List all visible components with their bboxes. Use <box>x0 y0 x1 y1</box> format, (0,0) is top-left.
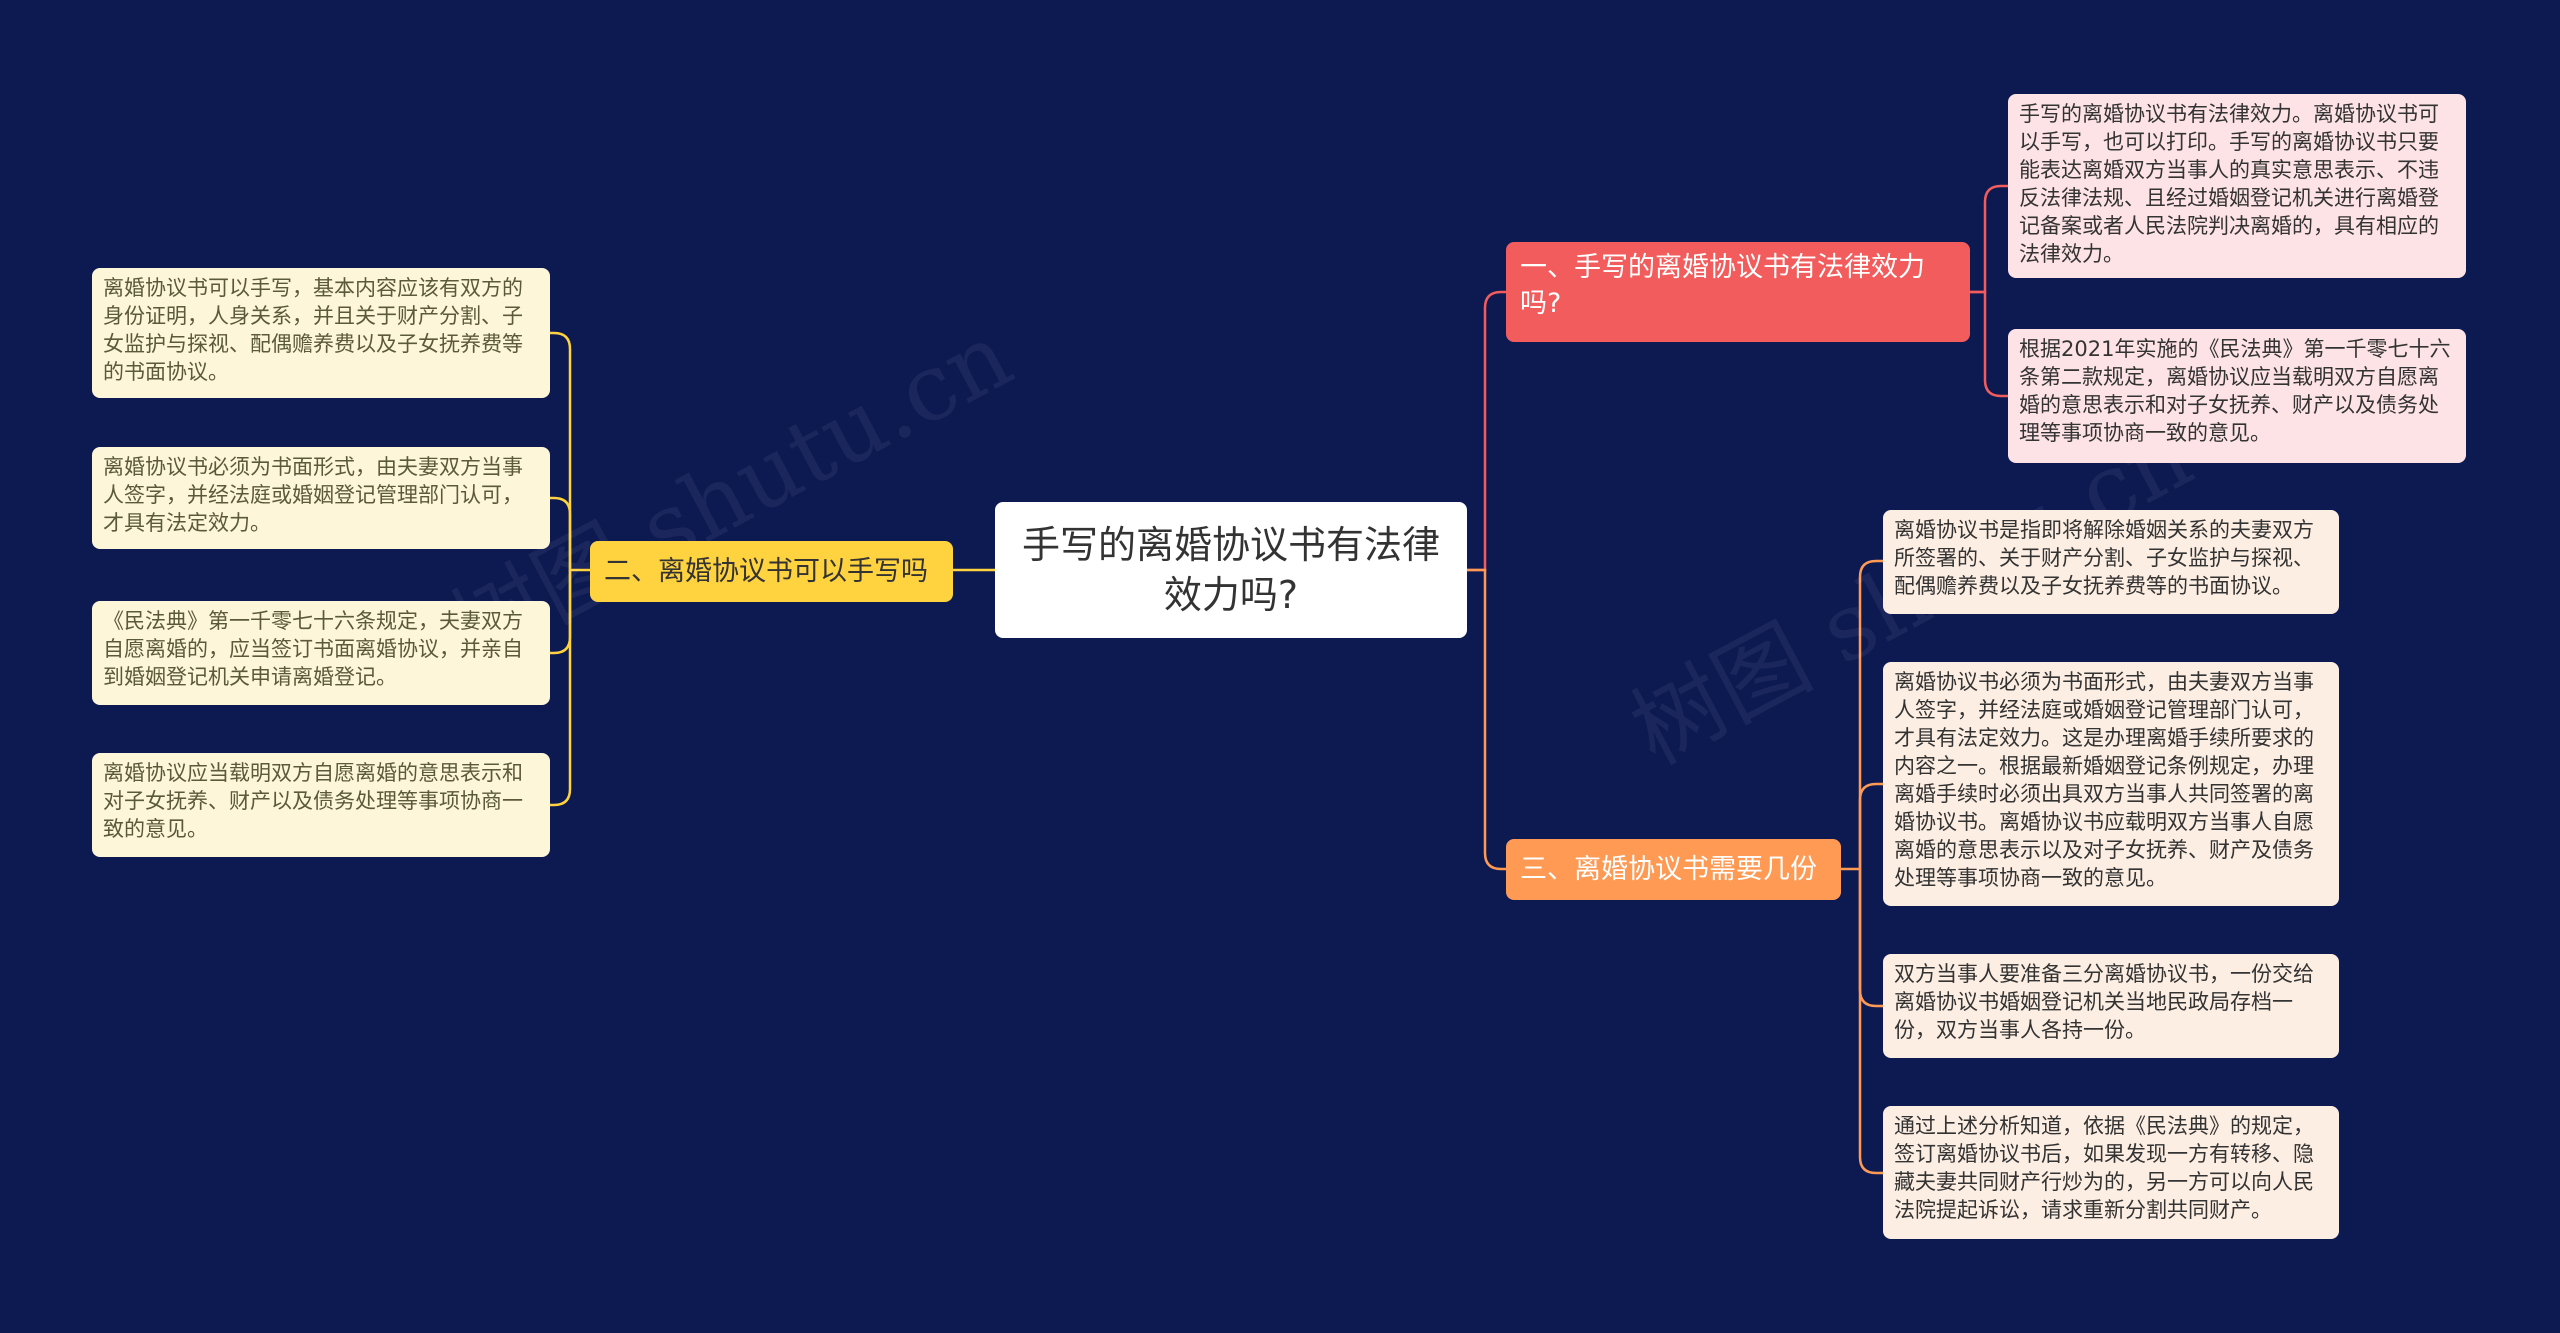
link-branch2-leaf4 <box>550 570 572 807</box>
root-topic[interactable]: 手写的离婚协议书有法律效力吗? <box>995 502 1467 638</box>
leaf-3-3[interactable]: 双方当事人要准备三分离婚协议书，一份交给离婚协议书婚姻登记机关当地民政局存档一份… <box>1883 954 2339 1058</box>
leaf-2-2[interactable]: 离婚协议书必须为书面形式，由夫妻双方当事人签字，并经法庭或婚姻登记管理部门认可，… <box>92 447 550 549</box>
branch-topic-3[interactable]: 三、离婚协议书需要几份 <box>1506 839 1841 900</box>
branch-topic-2-label: 二、离婚协议书可以手写吗 <box>604 555 928 587</box>
link-branch3-leaf1 <box>1841 559 1883 871</box>
branch-topic-3-label: 三、离婚协议书需要几份 <box>1520 853 1817 885</box>
leaf-2-4[interactable]: 离婚协议应当载明双方自愿离婚的意思表示和对子女抚养、财产以及债务处理等事项协商一… <box>92 753 550 857</box>
root-topic-label: 手写的离婚协议书有法律效力吗? <box>1021 523 1440 617</box>
leaf-2-3[interactable]: 《民法典》第一千零七十六条规定，夫妻双方自愿离婚的，应当签订书面离婚协议，并亲自… <box>92 601 550 705</box>
link-branch3-leaf2 <box>1858 782 1883 869</box>
link-branch3-leaf3 <box>1858 869 1883 1008</box>
leaf-3-2[interactable]: 离婚协议书必须为书面形式，由夫妻双方当事人签字，并经法庭或婚姻登记管理部门认可，… <box>1883 662 2339 906</box>
link-root-branch1 <box>1467 290 1506 572</box>
leaf-1-2[interactable]: 根据2021年实施的《民法典》第一千零七十六条第二款规定，离婚协议应当载明双方自… <box>2008 329 2466 463</box>
branch-topic-1-label: 一、手写的离婚协议书有法律效力吗? <box>1520 252 1925 319</box>
link-root-branch3 <box>1467 568 1506 871</box>
link-branch1-leaf2 <box>1970 290 2008 398</box>
link-branch1-leaf1 <box>1970 184 2008 294</box>
leaf-2-1[interactable]: 离婚协议书可以手写，基本内容应该有双方的身份证明，人身关系，并且关于财产分割、子… <box>92 268 550 398</box>
link-branch3-leaf4 <box>1858 869 1883 1175</box>
link-branch2-leaf2 <box>550 496 572 570</box>
leaf-1-1[interactable]: 手写的离婚协议书有法律效力。离婚协议书可以手写，也可以打印。手写的离婚协议书只要… <box>2008 94 2466 278</box>
branch-topic-1[interactable]: 一、手写的离婚协议书有法律效力吗? <box>1506 242 1970 342</box>
leaf-3-1[interactable]: 离婚协议书是指即将解除婚姻关系的夫妻双方所签署的、关于财产分割、子女监护与探视、… <box>1883 510 2339 614</box>
leaf-3-4[interactable]: 通过上述分析知道，依据《民法典》的规定，签订离婚协议书后，如果发现一方有转移、隐… <box>1883 1106 2339 1239</box>
link-branch2-leaf1 <box>550 331 590 572</box>
link-branch2-leaf3 <box>550 570 572 655</box>
branch-topic-2[interactable]: 二、离婚协议书可以手写吗 <box>590 541 953 602</box>
